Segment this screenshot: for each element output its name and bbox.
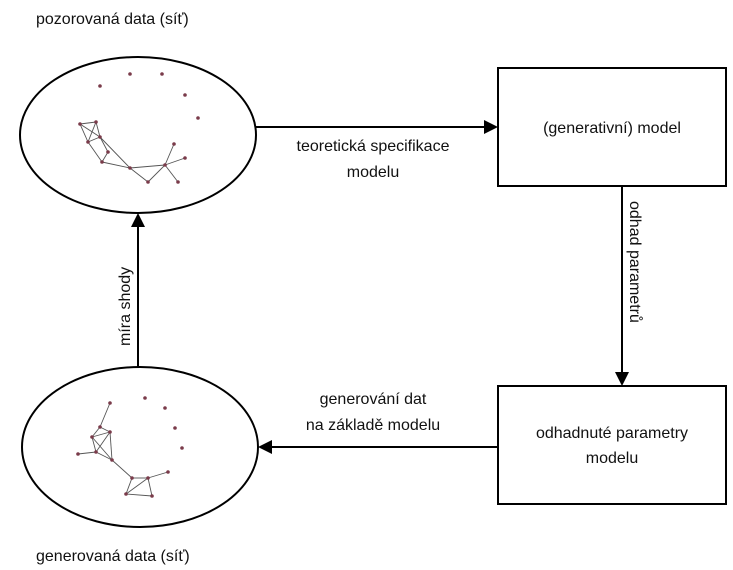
arrow-estimate xyxy=(615,186,629,386)
observed-network xyxy=(19,56,257,214)
generated-network xyxy=(21,366,259,528)
observed-network-nodes xyxy=(78,72,200,184)
observed-network-ellipse xyxy=(19,56,257,214)
arrow-spec-label-line2: modelu xyxy=(347,164,399,181)
observed-data-label: pozorovaná data (síť) xyxy=(36,11,189,28)
arrow-generate xyxy=(258,440,498,454)
arrow-generate-label-line2: na základě modelu xyxy=(306,417,440,434)
generated-network-nodes xyxy=(76,396,184,498)
generated-data-label: generovaná data (síť) xyxy=(36,548,190,565)
observed-network-edges xyxy=(79,121,186,183)
arrow-spec-label-line1: teoretická specifikace xyxy=(297,138,450,155)
generated-network-ellipse xyxy=(21,366,259,528)
params-box-label-line1: odhadnuté parametry xyxy=(536,425,688,442)
model-box-label: (generativní) model xyxy=(543,120,681,137)
model-box xyxy=(497,67,727,187)
params-box-label-line2: modelu xyxy=(586,450,638,467)
params-box xyxy=(497,385,727,505)
arrow-generate-label-line1: generování dat xyxy=(320,391,427,408)
arrow-fit-label: míra shody xyxy=(117,267,134,346)
generated-network-edges xyxy=(77,402,169,497)
arrow-fit xyxy=(131,213,145,367)
arrow-estimate-label: odhad parametrů xyxy=(626,201,644,323)
arrow-spec xyxy=(256,120,498,134)
